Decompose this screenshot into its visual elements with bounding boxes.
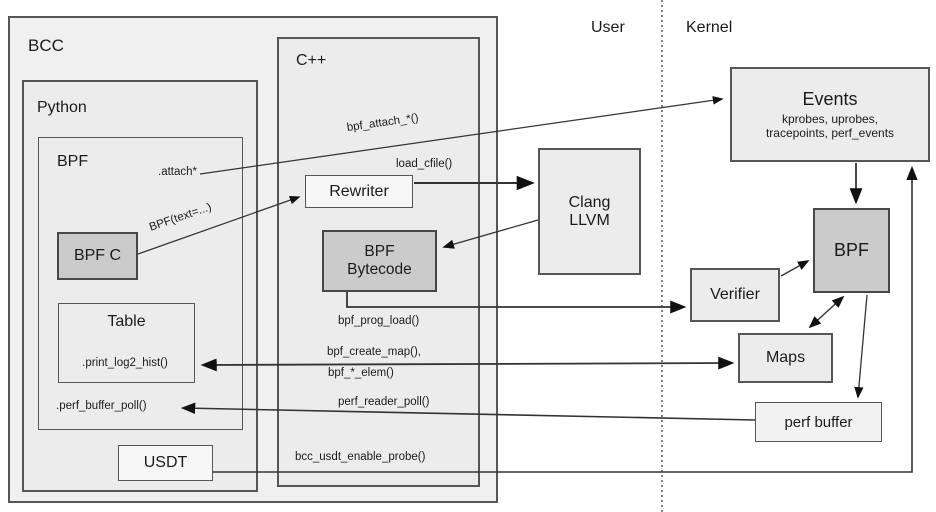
events-sub2: tracepoints, perf_events — [765, 126, 895, 140]
usdt-node: USDT — [118, 445, 213, 481]
verifier-label: Verifier — [710, 286, 760, 303]
events-node: Events kprobes, uprobes, tracepoints, pe… — [730, 67, 930, 162]
clang-llvm-node: Clang LLVM — [538, 148, 641, 275]
bpf-c-node: BPF C — [57, 232, 138, 280]
rewriter-label: Rewriter — [329, 182, 389, 200]
bpf-prog-load-edge-label: bpf_prog_load() — [338, 315, 420, 327]
cpp-container-label: C++ — [296, 52, 327, 69]
bpf-create-map-edge-label: bpf_create_map(), — [327, 346, 421, 358]
bpf-c-label: BPF C — [73, 247, 122, 264]
bpf-module-container-label: BPF — [57, 153, 89, 170]
perf-buffer-node: perf buffer — [755, 402, 882, 442]
table-node — [58, 303, 195, 383]
events-title: Events — [802, 89, 858, 109]
maps-node: Maps — [738, 333, 833, 383]
attach-method-label: .attach* — [158, 166, 197, 178]
bpf-module-container — [38, 137, 243, 430]
perf-buffer-poll-label: .perf_buffer_poll() — [56, 400, 147, 412]
maps-label: Maps — [765, 349, 806, 366]
bpf-elem-edge-label: bpf_*_elem() — [328, 367, 394, 379]
clang-label-line2: LLVM — [569, 211, 610, 229]
edge-bpf-maps-bidirectional — [808, 295, 845, 329]
bcc-container-label: BCC — [28, 36, 64, 55]
table-title-label: Table — [107, 313, 146, 330]
kernel-bpf-node: BPF — [813, 208, 890, 293]
perf-reader-poll-edge-label: perf_reader_poll() — [338, 396, 430, 408]
clang-label-line1: Clang — [568, 193, 611, 211]
user-region-label: User — [591, 19, 625, 36]
bcc-usdt-enable-probe-edge-label: bcc_usdt_enable_probe() — [295, 451, 426, 463]
bpf-bytecode-node: BPF Bytecode — [322, 230, 437, 292]
print-log2-hist-label: .print_log2_hist() — [82, 357, 168, 369]
kernel-region-label: Kernel — [686, 19, 733, 36]
python-container-label: Python — [37, 99, 87, 116]
verifier-node: Verifier — [690, 268, 780, 322]
perf-buffer-label: perf buffer — [784, 413, 853, 431]
bpf-bytecode-label-line1: BPF — [364, 243, 395, 260]
bpf-bytecode-label-line2: Bytecode — [347, 261, 412, 278]
kernel-bpf-label: BPF — [833, 240, 869, 260]
usdt-label: USDT — [143, 454, 188, 471]
events-sub1: kprobes, uprobes, — [781, 112, 879, 126]
rewriter-node: Rewriter — [305, 175, 413, 208]
load-cfile-edge-label: load_cfile() — [396, 158, 453, 170]
edge-verifier-to-bpf — [780, 260, 810, 277]
edge-bpf-to-perfbuffer — [854, 294, 868, 399]
